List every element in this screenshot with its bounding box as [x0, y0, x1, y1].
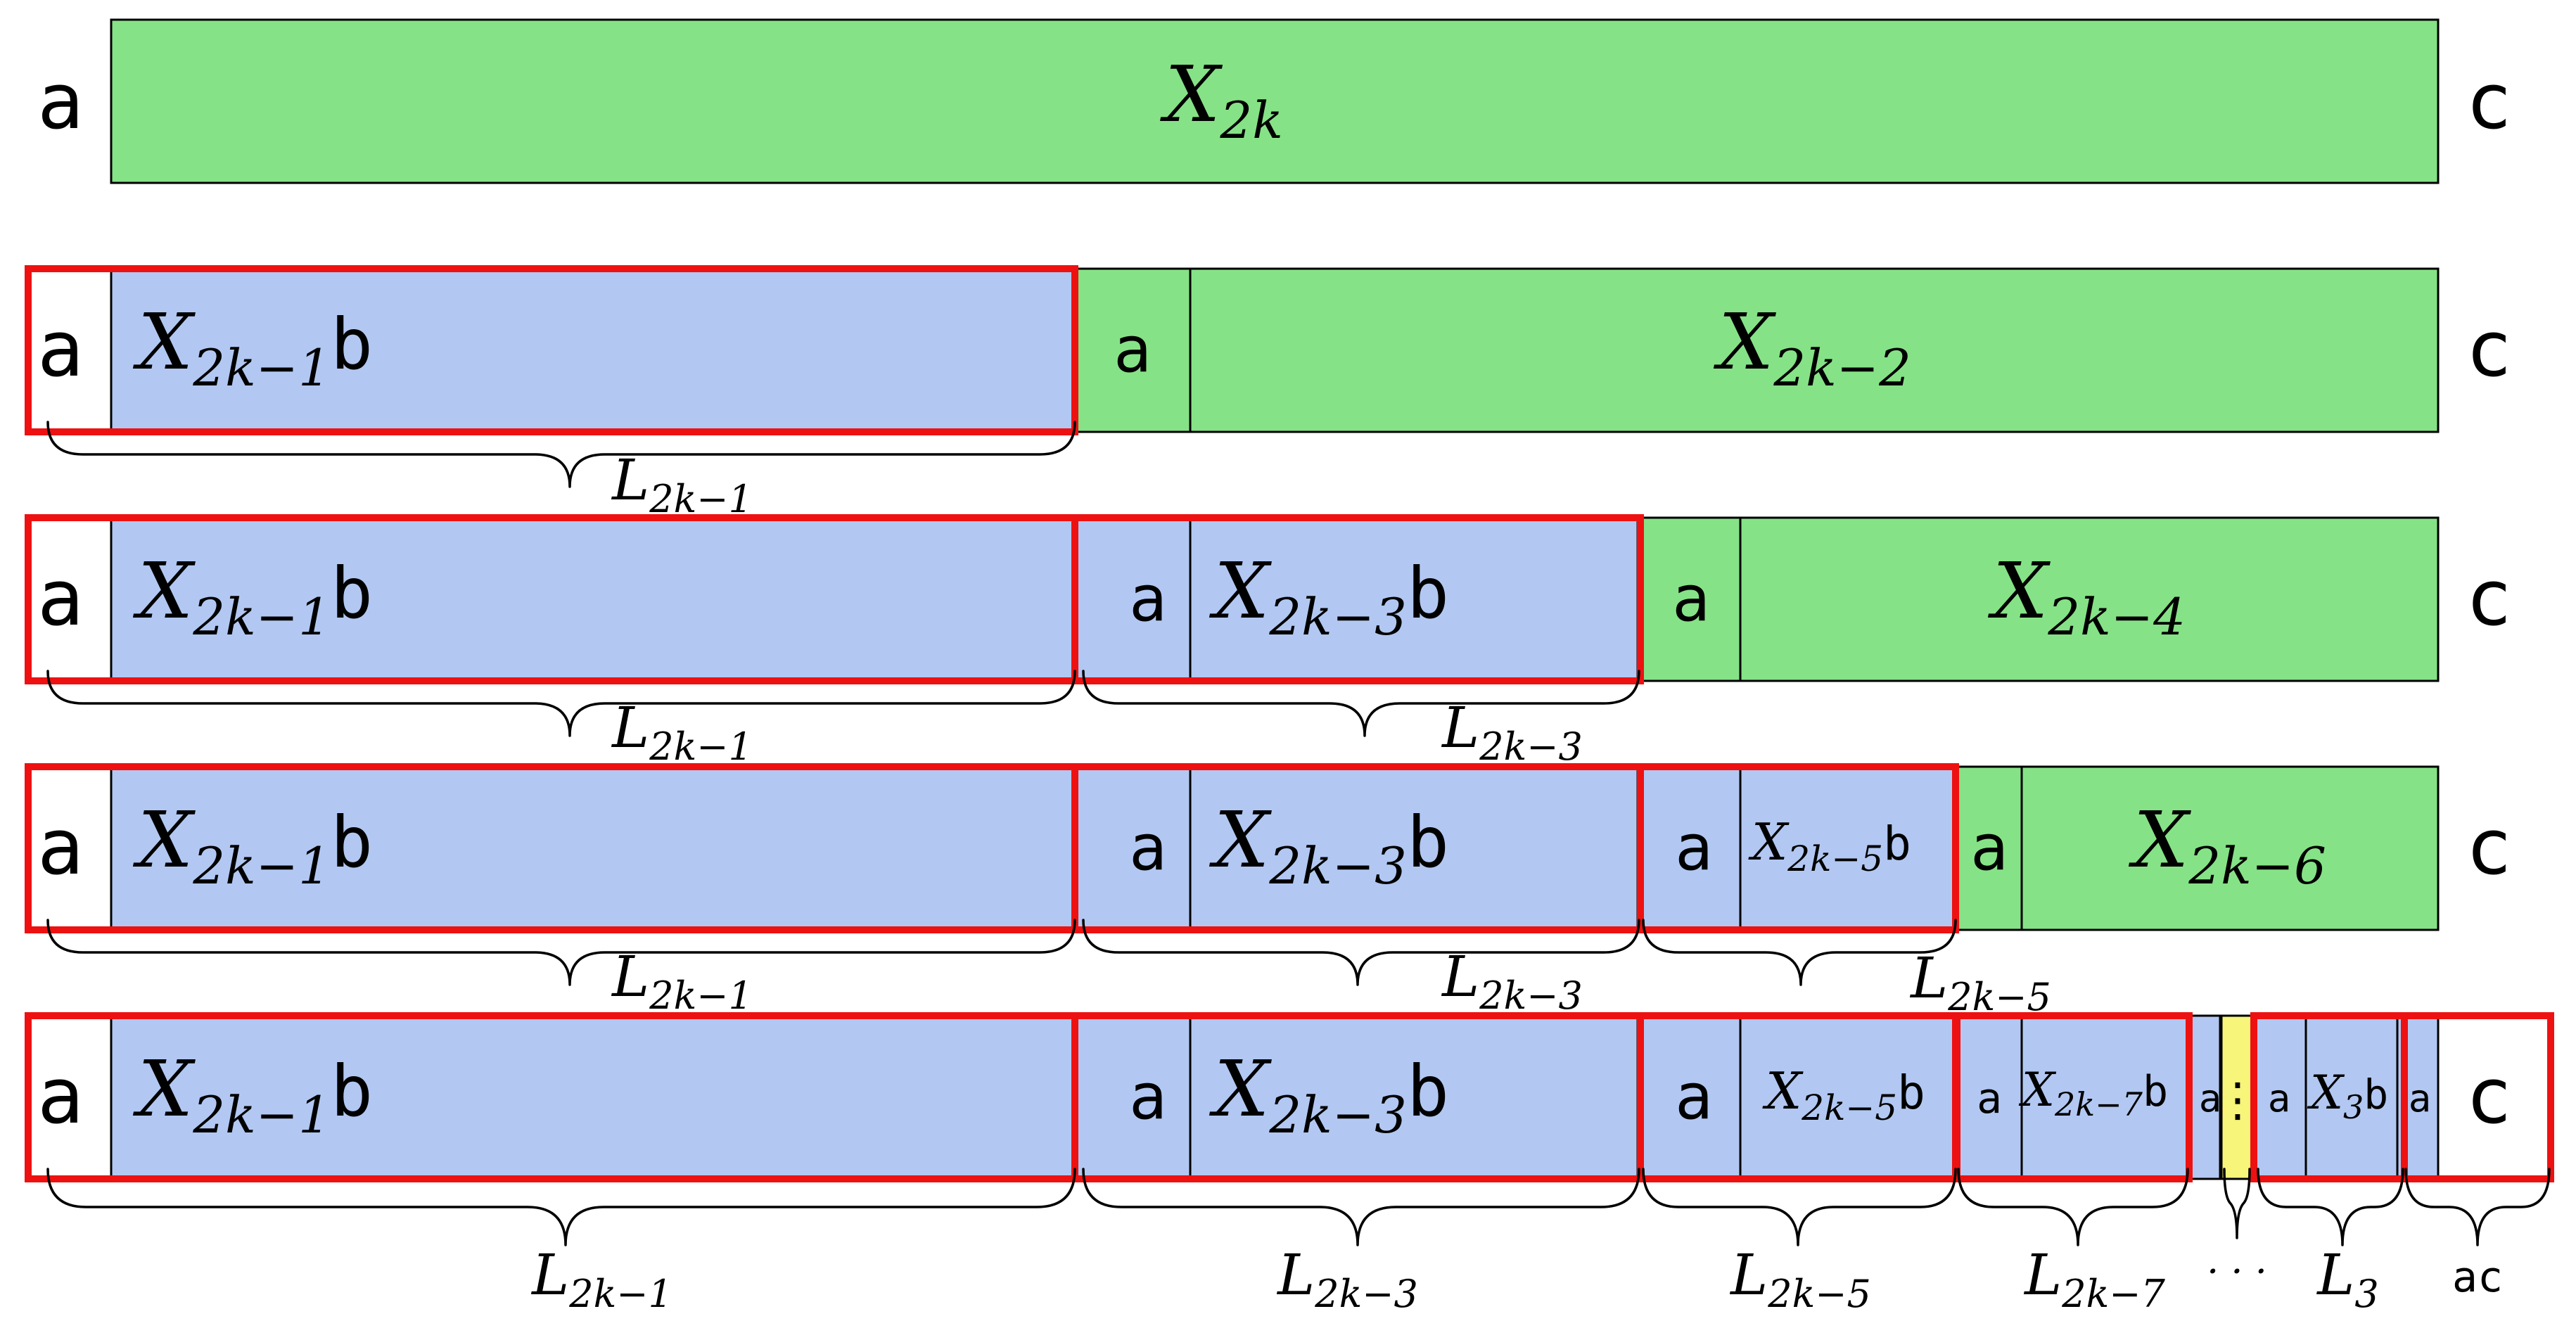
ellipsis-cell	[2220, 1014, 2255, 1180]
a-label: a	[1675, 811, 1713, 885]
a-box	[1073, 516, 1192, 682]
x-2k-label: X2k	[1159, 49, 1283, 150]
block-x-2k-3-label: X2k−3b	[1209, 1044, 1449, 1144]
a-box	[1073, 1014, 1192, 1180]
right-char: c	[2466, 1051, 2512, 1141]
brace-label-ac: ac	[2452, 1253, 2503, 1302]
a-label: a	[1129, 562, 1167, 636]
brace-label-l-2k-3: L2k−3	[1441, 695, 1583, 769]
a-label: a	[1129, 811, 1167, 885]
a-label: a	[1672, 562, 1710, 636]
block-x-2k-5-label: X2k−5b	[1762, 1061, 1925, 1128]
block-x-2k-3-label: X2k−3b	[1209, 795, 1449, 895]
brace-label-ellipsis: · · ·	[2207, 1249, 2267, 1294]
row-3: a X2k−1b a X2k−3b a X2k−4 c L2k−1 L2k−3	[25, 514, 2512, 769]
brace-l-3	[2257, 1168, 2404, 1246]
x-2k-box	[110, 18, 2440, 184]
x-2k-2-box	[1189, 267, 2440, 433]
block-x-2k-7-label: X2k−7b	[2018, 1063, 2168, 1123]
brace-label-l-2k-1: L2k−1	[611, 447, 753, 521]
brace-label-l-2k-7: L2k−7	[2023, 1242, 2165, 1316]
brace-label-l-2k-1: L2k−1	[611, 695, 753, 769]
brace-label-l-2k-1: L2k−1	[530, 1242, 672, 1316]
left-char: a	[37, 304, 84, 394]
red-frame-ac	[2401, 1012, 2554, 1182]
a-label: a	[1977, 1074, 2002, 1123]
brace-ac	[2404, 1168, 2551, 1246]
white-cell	[2438, 1016, 2551, 1179]
block-x-3-label: X3b	[2307, 1066, 2388, 1126]
row-1: a X2k c	[37, 18, 2512, 184]
brace-l-2k-3	[1082, 1168, 1640, 1246]
a-label: a	[2268, 1076, 2291, 1120]
red-frame-l-2k-1	[25, 265, 1078, 435]
brace-l-2k-5	[1642, 1168, 1957, 1246]
a-label: a	[1675, 1060, 1713, 1134]
a-label: a	[1129, 1060, 1167, 1134]
block-x-2k-5	[1739, 1014, 1958, 1180]
brace-l-2k-1	[46, 670, 1076, 737]
brace-label-l-2k-5: L2k−5	[1909, 945, 2051, 1019]
block-x-2k-3	[1189, 765, 1639, 931]
block-x-2k-5-label: X2k−5b	[1748, 812, 1911, 879]
brace-l-2k-1	[46, 1168, 1076, 1246]
row-5: a X2k−1b a X2k−3b a X2k−5b a X2k−7b a ⋮ …	[25, 1012, 2554, 1316]
brace-label-l-2k-3: L2k−3	[1276, 1242, 1418, 1316]
brace-l-2k-1	[46, 919, 1076, 986]
a-box	[1073, 765, 1192, 931]
a-box	[2186, 1014, 2221, 1180]
a-label: a	[2199, 1076, 2222, 1120]
left-char: a	[37, 56, 84, 146]
a-label: a	[2409, 1076, 2432, 1120]
x-2k-6-label: X2k−6	[2128, 795, 2326, 895]
block-x-2k-3	[1189, 516, 1639, 682]
a-label: a	[1114, 313, 1152, 387]
x-2k-6-box	[2020, 765, 2440, 931]
block-x-2k-1-label: X2k−1b	[132, 1044, 373, 1144]
red-frame-l-2k-5	[1637, 763, 1959, 933]
block-x-2k-3-label: X2k−3b	[1209, 546, 1449, 646]
row-2: a X2k−1b a X2k−2 c L2k−1	[25, 265, 2512, 521]
a-box	[1956, 765, 2023, 931]
left-char: a	[37, 553, 84, 643]
a-box	[1636, 516, 1742, 682]
a-box	[1073, 267, 1192, 433]
brace-l-2k-3	[1082, 670, 1640, 737]
right-char: c	[2466, 304, 2512, 394]
brace-label-l-2k-5: L2k−5	[1729, 1242, 1871, 1316]
right-char: c	[2466, 56, 2512, 146]
block-x-2k-1-label: X2k−1b	[132, 546, 373, 646]
brace-label-l-2k-3: L2k−3	[1441, 944, 1583, 1018]
a-box	[1636, 765, 1742, 931]
red-frame-l-2k-7	[1953, 1012, 2193, 1182]
block-x-2k-1-label: X2k−1b	[132, 297, 373, 397]
block-x-2k-1-label: X2k−1b	[132, 795, 373, 895]
brace-label-l-2k-1: L2k−1	[611, 944, 753, 1018]
a-label: a	[1970, 811, 2008, 885]
left-char: a	[37, 1051, 84, 1141]
white-cell	[28, 1016, 111, 1179]
left-char: a	[37, 802, 84, 892]
red-frame-l-2k-3	[1071, 514, 1644, 684]
brace-label-l-3: L3	[2316, 1242, 2378, 1316]
x-2k-4-box	[1739, 516, 2440, 682]
right-char: c	[2466, 553, 2512, 643]
row-4: a X2k−1b a X2k−3b a X2k−5b a X2k−6 c L2k…	[25, 763, 2512, 1019]
block-x-2k-5	[1739, 765, 1958, 931]
right-char: c	[2466, 802, 2512, 892]
a-box	[2252, 1014, 2307, 1180]
x-2k-2-label: X2k−2	[1713, 297, 1911, 397]
brace-l-2k-3	[1082, 919, 1640, 986]
brace-ellipsis	[2223, 1168, 2251, 1239]
brace-l-2k-7	[1957, 1168, 2189, 1246]
x-2k-4-label: X2k−4	[1987, 546, 2186, 646]
brace-l-2k-1	[46, 421, 1076, 488]
brace-l-2k-5	[1642, 919, 1957, 986]
